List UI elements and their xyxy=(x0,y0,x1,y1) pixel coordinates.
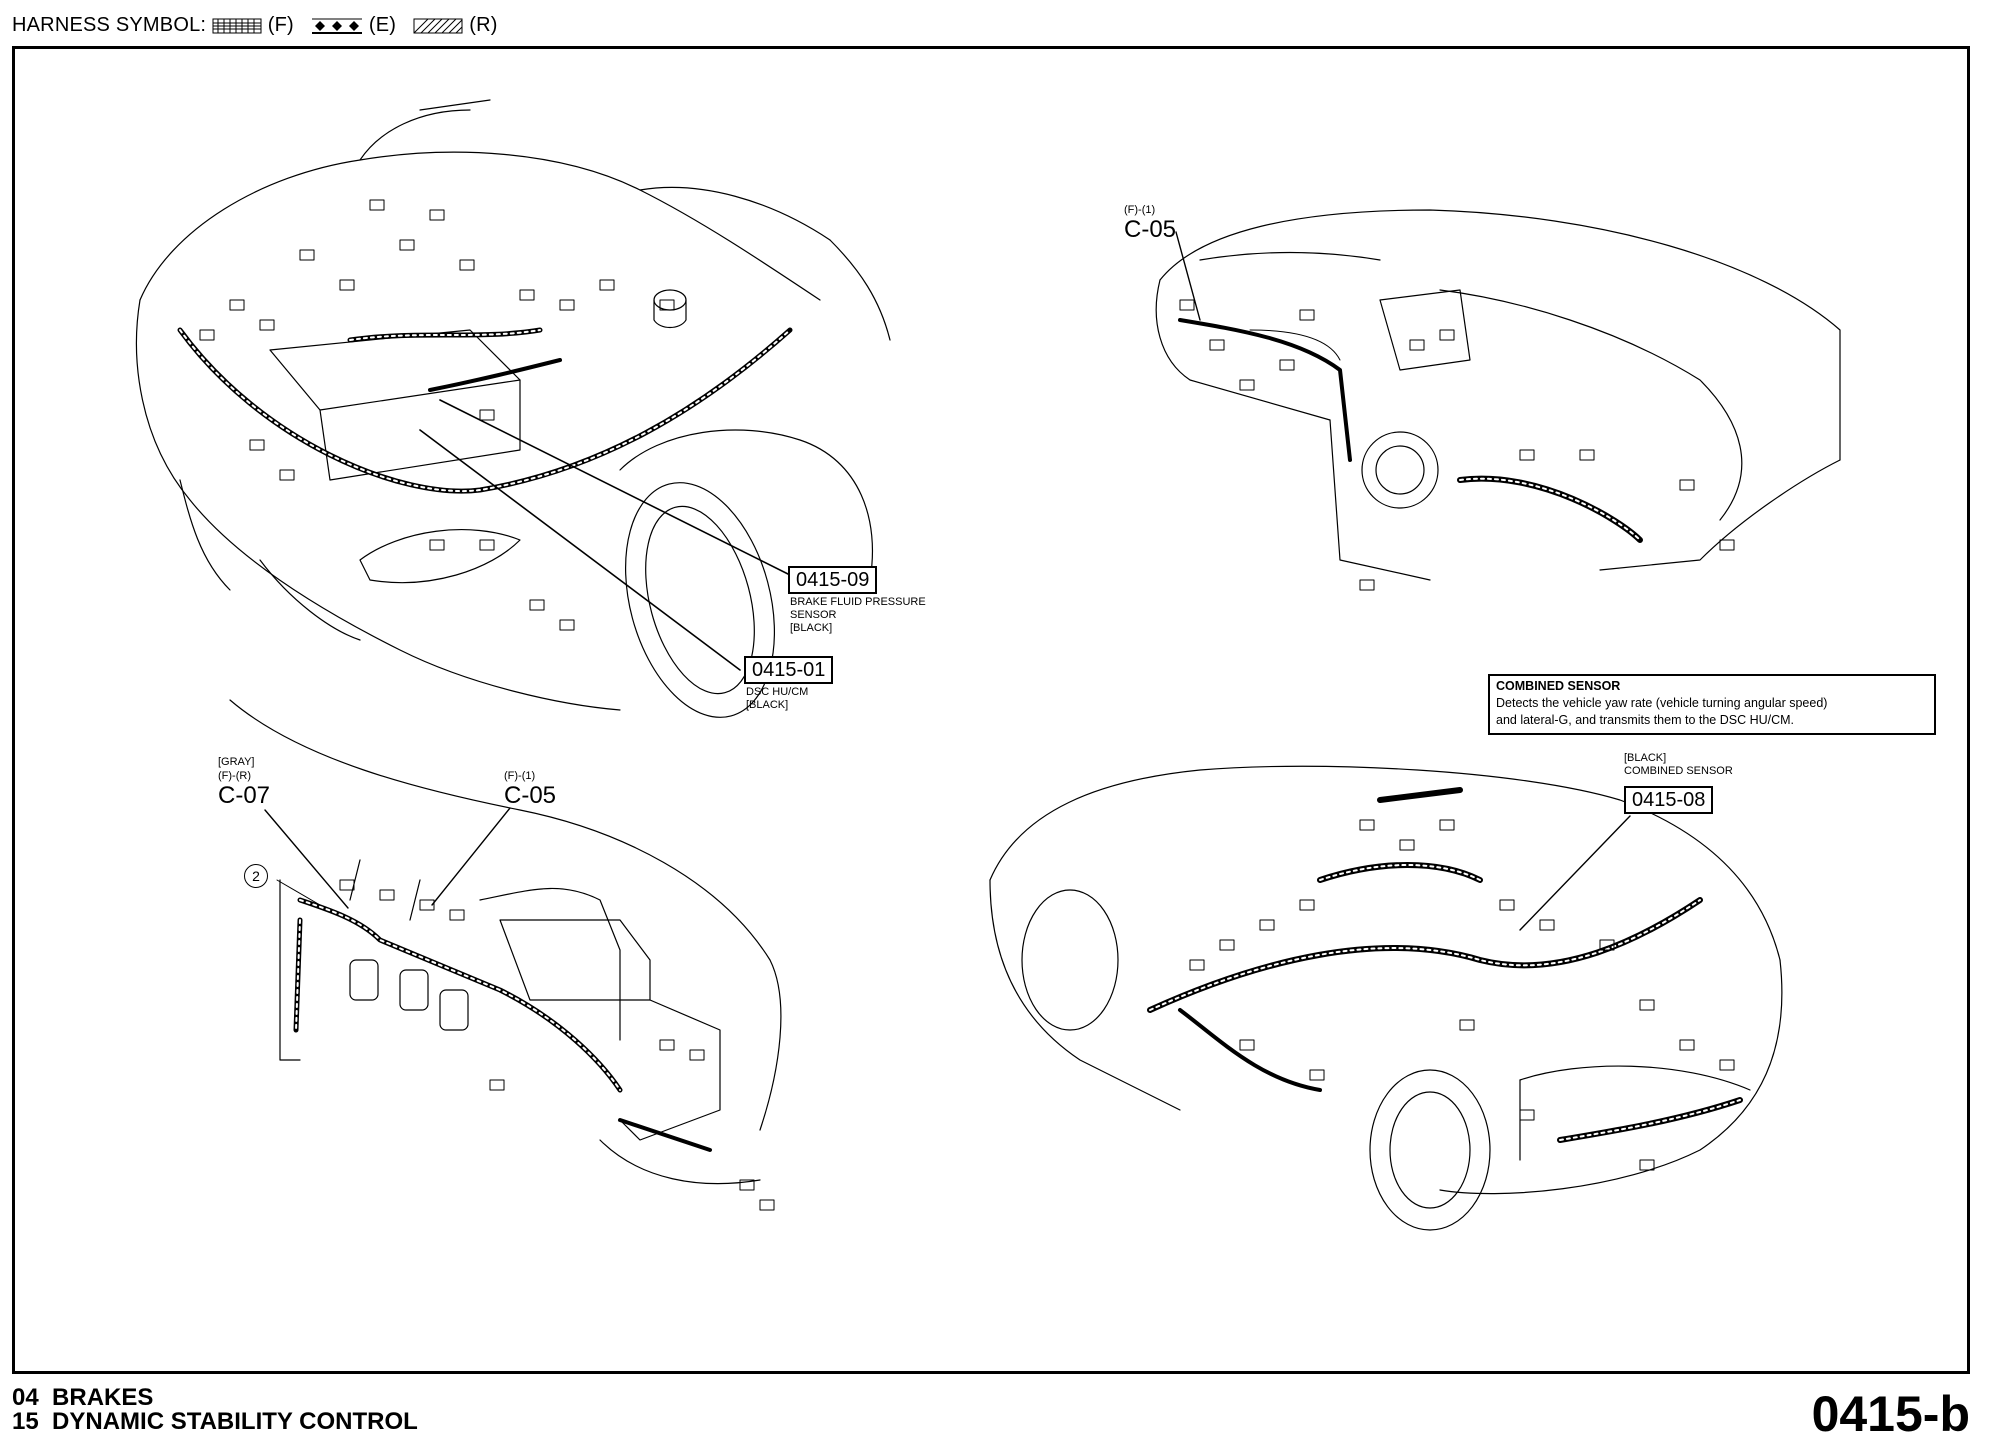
callout-0415-01-desc: DSC HU/CM [BLACK] xyxy=(746,686,808,712)
marker-circle-2: 2 xyxy=(244,864,268,888)
combined-sensor-note: COMBINED SENSOR Detects the vehicle yaw … xyxy=(1488,674,1936,735)
connector-c05-ref-top: (F)-(1) xyxy=(1124,204,1156,216)
connector-c05-bottom[interactable]: C-05 xyxy=(504,782,557,809)
pedal-area-view xyxy=(229,699,782,1211)
connector-c05-ref-bottom: (F)-(1) xyxy=(504,770,536,782)
connector-c07-color: [GRAY] xyxy=(218,756,255,768)
harness-symbol-legend: HARNESS SYMBOL: (F) (E) (R) xyxy=(12,14,498,37)
legend-code-f: (F) xyxy=(267,14,294,36)
harness-symbol-r-icon xyxy=(413,18,463,34)
callout-0415-09-desc: BRAKE FLUID PRESSURE SENSOR [BLACK] xyxy=(790,596,926,635)
legend-code-r: (R) xyxy=(469,14,498,36)
harness-symbol-e-icon xyxy=(312,18,363,34)
callout-0415-09-line2: SENSOR xyxy=(790,609,837,621)
harness-symbol-f-icon xyxy=(212,18,262,34)
page-code: 0415-b xyxy=(1811,1386,1970,1442)
dashboard-view xyxy=(1155,209,1841,591)
engine-bay-view xyxy=(135,99,891,718)
callout-0415-08-line2: COMBINED SENSOR xyxy=(1624,765,1733,777)
callout-0415-08-line1: [BLACK] xyxy=(1624,752,1667,764)
callout-0415-08-desc: [BLACK] COMBINED SENSOR xyxy=(1624,752,1733,778)
callout-0415-01[interactable]: 0415-01 xyxy=(744,656,834,684)
callout-0415-09-line3: [BLACK] xyxy=(790,622,833,634)
legend-code-e: (E) xyxy=(368,14,397,36)
combined-sensor-title: COMBINED SENSOR xyxy=(1496,679,1621,693)
callout-0415-01-line1: DSC HU/CM xyxy=(746,686,809,698)
callout-0415-09[interactable]: 0415-09 xyxy=(788,566,878,594)
combined-sensor-line2: and lateral-G, and transmits them to the… xyxy=(1496,713,1795,727)
connector-c07[interactable]: C-07 xyxy=(218,782,271,809)
callout-0415-09-line1: BRAKE FLUID PRESSURE xyxy=(790,596,926,608)
callout-0415-01-line2: [BLACK] xyxy=(746,699,789,711)
legend-label: HARNESS SYMBOL: xyxy=(12,14,207,36)
callout-0415-08[interactable]: 0415-08 xyxy=(1624,786,1714,814)
section-line-dsc: 15 DYNAMIC STABILITY CONTROL xyxy=(12,1408,418,1435)
rear-cutaway-view xyxy=(989,765,1783,1231)
connector-c05-top[interactable]: C-05 xyxy=(1124,216,1177,243)
combined-sensor-line1: Detects the vehicle yaw rate (vehicle tu… xyxy=(1496,696,1828,710)
connector-c07-ref: (F)-(R) xyxy=(218,770,251,782)
diagram-frame xyxy=(12,46,1970,1374)
section-line-brakes: 04 BRAKES xyxy=(12,1384,154,1411)
